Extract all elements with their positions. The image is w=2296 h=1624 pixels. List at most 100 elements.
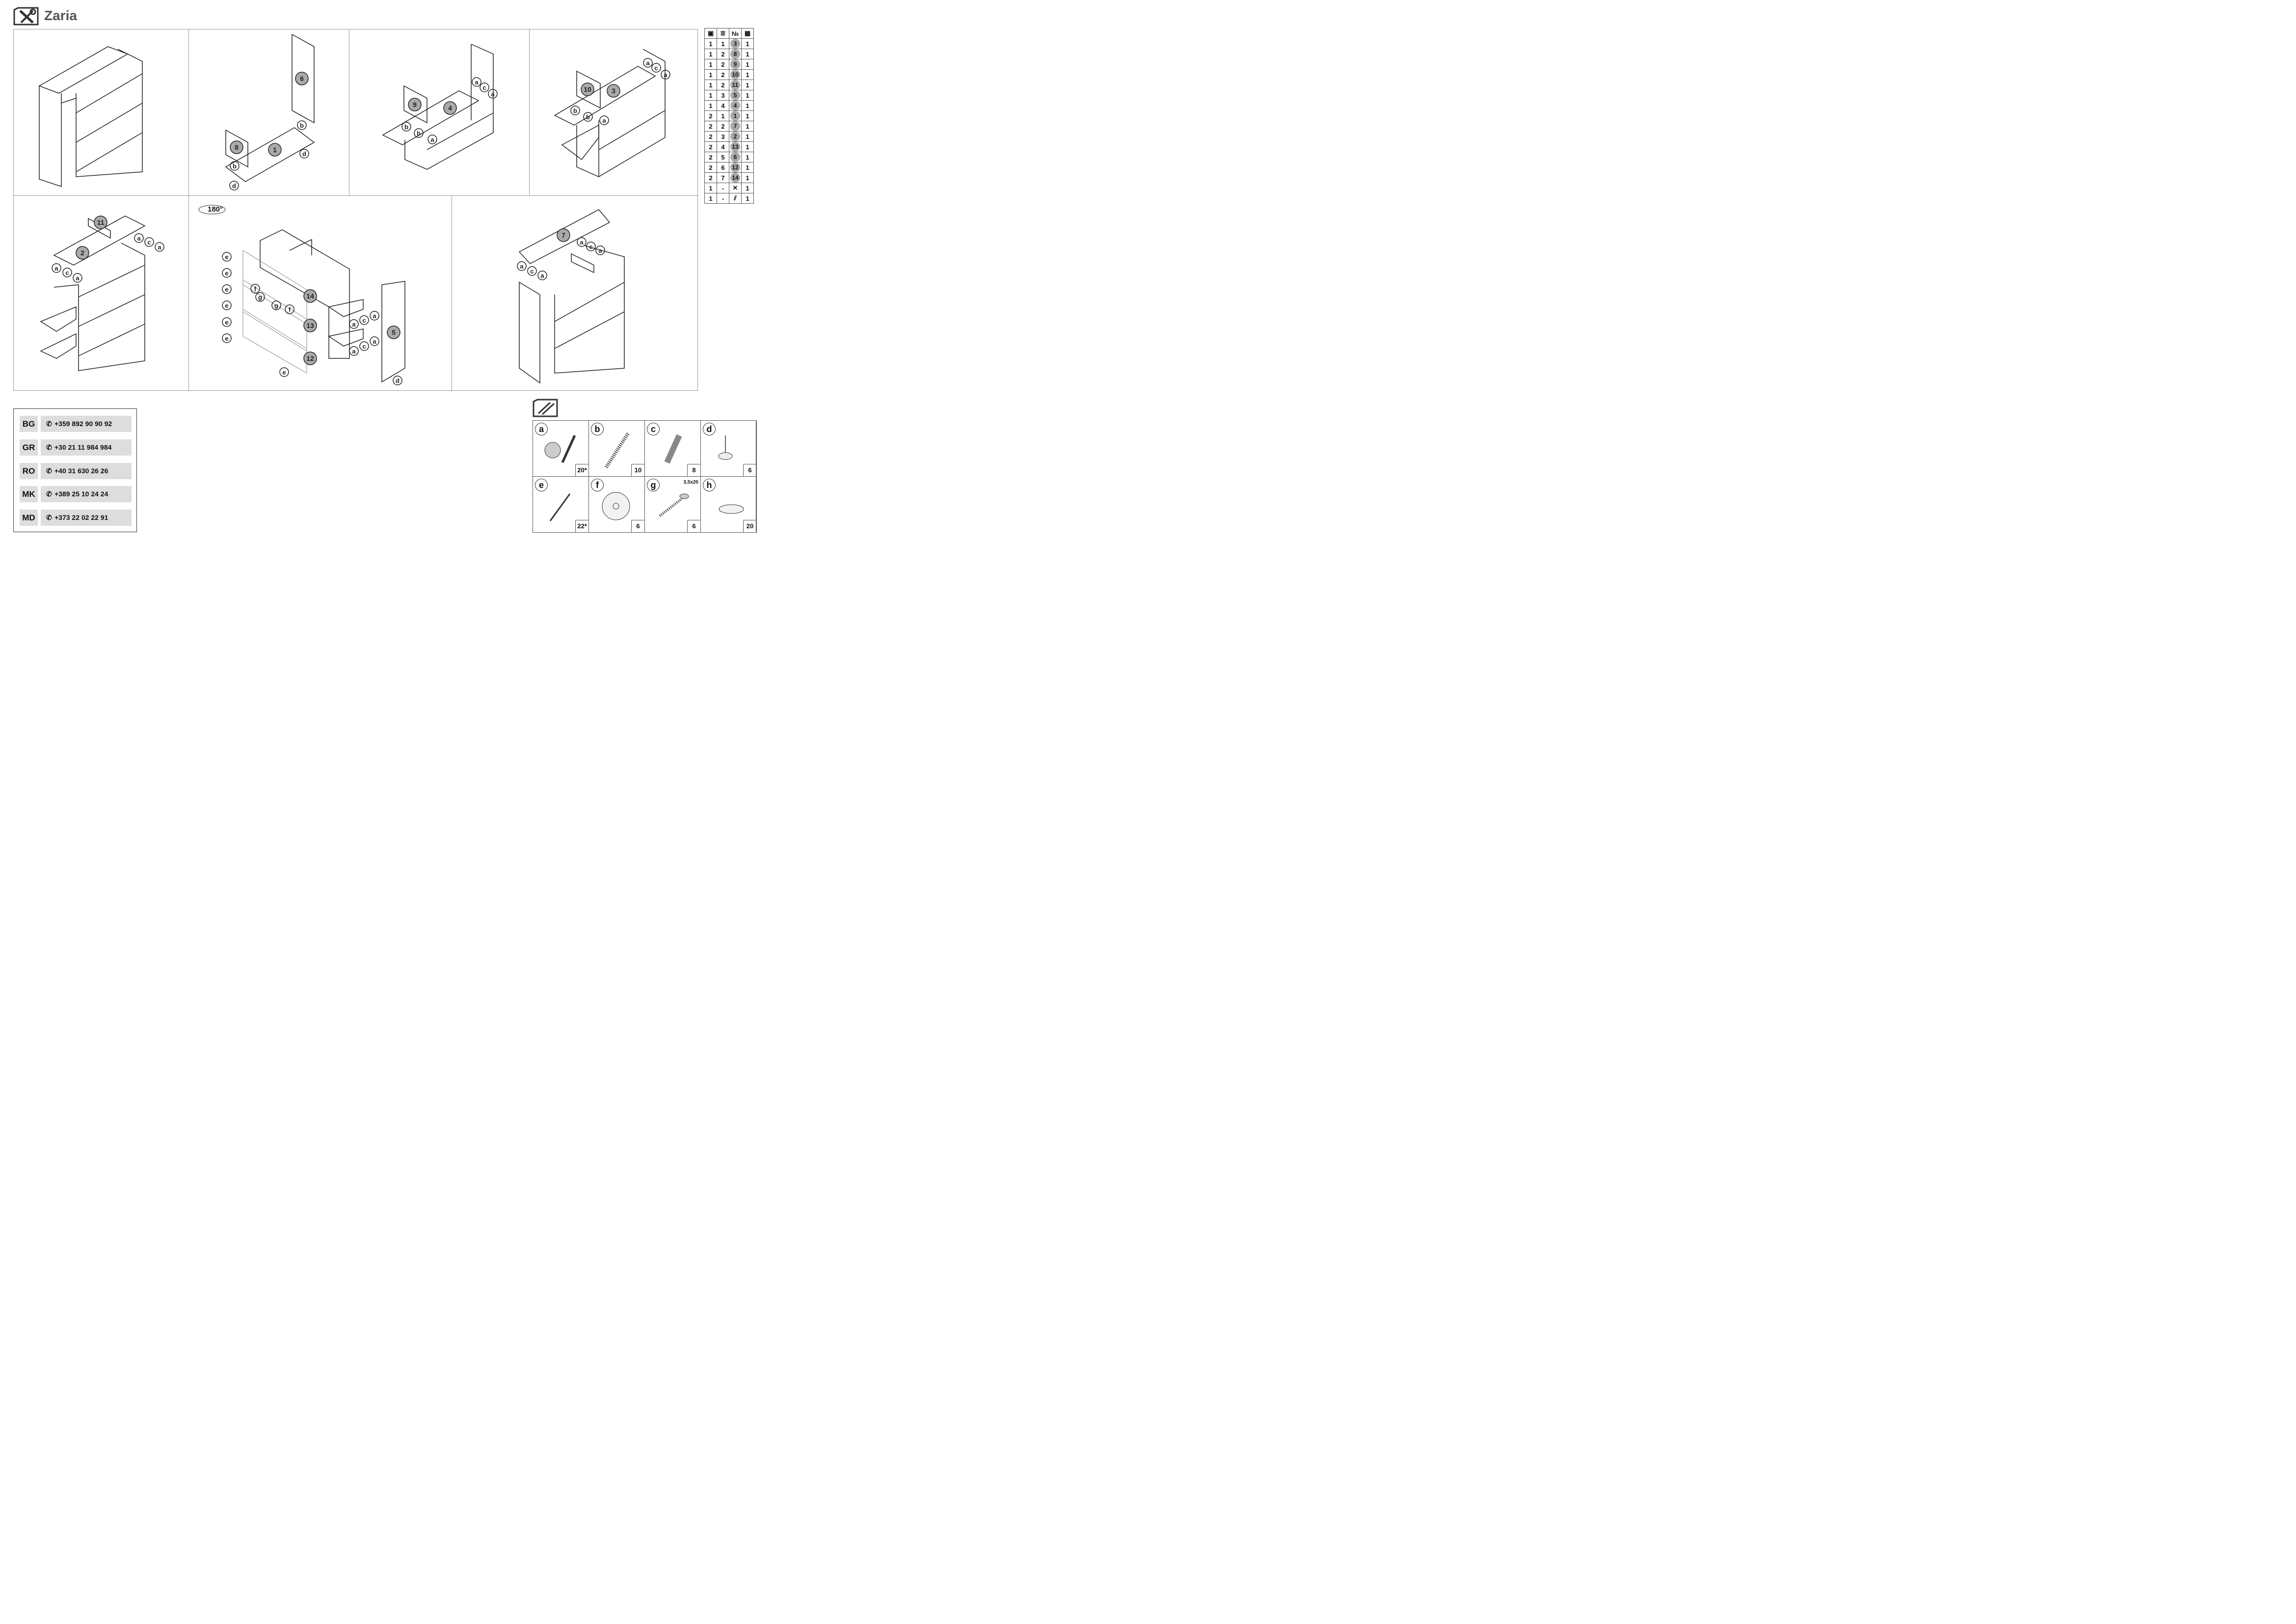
- svg-text:a: a: [491, 90, 495, 98]
- svg-text:e: e: [225, 286, 228, 293]
- hardware-item-g: g 3,5x20 6: [645, 477, 701, 533]
- part-number: 14: [730, 173, 740, 183]
- part-4-label: 4: [448, 104, 452, 112]
- svg-text:c: c: [482, 84, 486, 91]
- part-number: 11: [730, 80, 740, 90]
- svg-text:c: c: [654, 64, 658, 72]
- hardware-item-d: d 6: [701, 421, 757, 477]
- part-9-label: 9: [413, 101, 417, 108]
- hardware-item-b: b 10: [589, 421, 645, 477]
- svg-text:a: a: [475, 79, 479, 86]
- phone-number: ✆+30 21 11 984 984: [41, 439, 132, 456]
- svg-text:b: b: [573, 107, 577, 114]
- part-number: 1: [730, 111, 740, 121]
- svg-text:a: a: [540, 272, 544, 279]
- step-2-diagram: 6 1 8 b d b d: [216, 32, 329, 194]
- phone-number: ✆+373 22 02 22 91: [41, 510, 132, 526]
- part-2-label: 2: [80, 249, 84, 257]
- phone-number: ✆+40 31 630 26 26: [41, 463, 132, 479]
- part-number: 2: [730, 132, 740, 141]
- svg-text:a: a: [158, 244, 161, 251]
- svg-text:d: d: [302, 150, 306, 158]
- part-5-label: 5: [392, 328, 396, 336]
- step-7-diagram: 7 a c a a c a: [515, 209, 638, 385]
- svg-text:b: b: [586, 113, 590, 121]
- svg-text:g: g: [274, 302, 278, 309]
- svg-text:c: c: [65, 269, 69, 276]
- phone-number: ✆+359 892 90 90 92: [41, 416, 132, 432]
- phone-icon: ✆: [46, 443, 52, 451]
- part-number: 10: [730, 70, 740, 80]
- screw-size: 3,5x20: [683, 480, 698, 485]
- hardware-item-h: h 20: [701, 477, 757, 533]
- part-number: 8: [730, 49, 740, 59]
- tools-icon: ✕: [729, 183, 742, 193]
- part-7-label: 7: [561, 231, 565, 239]
- svg-text:a: a: [646, 59, 650, 67]
- hardware-item-f: f 6: [589, 477, 645, 533]
- part-11-label: 11: [97, 218, 105, 226]
- hardware-grid: a 20* b 10 c 8 d 6 e 22* f 6 g 3,5x20 6 …: [533, 420, 757, 533]
- phone-icon: ✆: [46, 490, 52, 498]
- svg-text:a: a: [352, 348, 356, 355]
- hardware-qty: 8: [687, 464, 700, 476]
- hardware-item-e: e 22*: [533, 477, 589, 533]
- svg-text:a: a: [602, 117, 606, 124]
- svg-text:e: e: [225, 335, 228, 342]
- svg-text:f: f: [254, 285, 257, 293]
- svg-text:c: c: [362, 317, 366, 324]
- svg-text:e: e: [282, 369, 286, 376]
- part-number: 7: [730, 121, 740, 131]
- hardware-qty: 6: [631, 520, 644, 532]
- step-4-diagram: 10 3 a c a b b a: [552, 47, 675, 182]
- svg-text:a: a: [664, 71, 667, 79]
- box-icon: ▣: [704, 28, 717, 39]
- part-10-label: 10: [584, 85, 591, 93]
- phone-icon: ✆: [46, 420, 52, 428]
- step-3-diagram: 9 4 a c a b b a: [380, 42, 503, 177]
- part-number: 4: [730, 101, 740, 110]
- svg-text:d: d: [232, 182, 236, 189]
- svg-text:a: a: [520, 263, 524, 270]
- step-5-diagram: 11 2 a c a a c a: [37, 214, 169, 376]
- svg-text:e: e: [225, 270, 228, 277]
- svg-text:c: c: [147, 239, 151, 246]
- part-13-label: 13: [306, 322, 314, 329]
- part-number: 9: [730, 59, 740, 69]
- svg-text:a: a: [137, 235, 141, 242]
- svg-text:a: a: [54, 265, 58, 272]
- assembly-steps-grid: [13, 29, 698, 391]
- step-6-diagram: 14 13 12 5 e e e e e e f g g f a c a a c…: [221, 226, 412, 388]
- country-code: BG: [20, 416, 38, 432]
- svg-text:b: b: [300, 122, 304, 129]
- part-number: 6: [730, 152, 740, 162]
- svg-text:b: b: [233, 162, 237, 170]
- contacts-panel: BG ✆+359 892 90 90 92 GR ✆+30 21 11 984 …: [13, 408, 137, 532]
- number-header: №: [729, 28, 742, 39]
- stack-icon: ≣: [717, 28, 729, 39]
- part-1-label: 1: [273, 146, 277, 154]
- svg-text:c: c: [530, 268, 534, 275]
- svg-text:c: c: [589, 243, 592, 250]
- svg-text:d: d: [396, 377, 400, 384]
- svg-text:a: a: [598, 247, 602, 254]
- hardware-qty: 20*: [575, 464, 588, 476]
- part-3-label: 3: [612, 87, 615, 95]
- svg-text:b: b: [417, 130, 421, 137]
- hardware-item-c: c 8: [645, 421, 701, 477]
- svg-text:c: c: [362, 343, 366, 350]
- hardware-qty: 10: [631, 464, 644, 476]
- part-8-label: 8: [235, 143, 239, 151]
- part-6-label: 6: [300, 75, 304, 82]
- part-number: 12: [730, 162, 740, 172]
- phone-icon: ✆: [46, 514, 52, 521]
- part-14-label: 14: [306, 292, 314, 300]
- country-code: MD: [20, 510, 38, 526]
- rotation-indicator: 180°: [198, 203, 226, 215]
